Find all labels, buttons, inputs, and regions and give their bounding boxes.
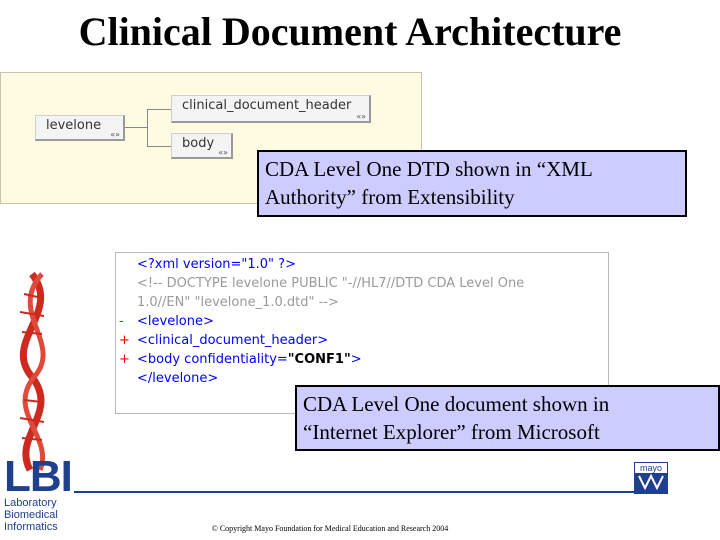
xml-line: <?xml version="1.0" ?> [137, 257, 296, 272]
copyright-notice: © Copyright Mayo Foundation for Medical … [211, 524, 449, 533]
tree-node-levelone: levelone «» [35, 115, 125, 141]
collapse-toggle[interactable]: - [119, 314, 124, 329]
xml-authority-screenshot: levelone «» clinical_document_header «» … [0, 72, 422, 204]
callout-dtd: CDA Level One DTD shown in “XML Authorit… [257, 150, 687, 217]
expand-toggle[interactable]: + [119, 333, 130, 348]
tree-connector [147, 146, 171, 147]
tree-connector [147, 109, 148, 147]
xml-line[interactable]: +<clinical_document_header> [116, 333, 328, 348]
callout-ie: CDA Level One document shown in “Interne… [295, 385, 720, 451]
mayo-logo: mayo [634, 462, 668, 494]
tree-node-body: body «» [171, 133, 233, 159]
xml-line[interactable]: -<levelone> [116, 314, 214, 329]
xml-line: <!-- DOCTYPE levelone PUBLIC "-//HL7//DT… [137, 276, 525, 291]
xml-line: 1.0//EN" "levelone_1.0.dtd" --> [137, 295, 339, 310]
dna-helix-icon [19, 272, 46, 472]
slide-title: Clinical Document Architecture [78, 9, 622, 54]
tree-node-clinical-document-header: clinical_document_header «» [171, 95, 371, 123]
footer-divider [74, 491, 640, 493]
xml-line[interactable]: +<body confidentiality="CONF1"> [116, 352, 362, 367]
expand-toggle[interactable]: + [119, 352, 130, 367]
tree-connector [147, 109, 171, 110]
xml-line: </levelone> [137, 371, 219, 386]
lbi-logo-subtitle: Laboratory Biomedical Informatics [4, 497, 58, 533]
expand-icon: «» [110, 130, 120, 139]
tree-connector [125, 127, 147, 128]
lbi-logo: LBI [4, 452, 73, 501]
mayo-shield-icon [638, 473, 664, 491]
expand-icon: «» [356, 112, 366, 121]
expand-icon: «» [218, 148, 228, 157]
